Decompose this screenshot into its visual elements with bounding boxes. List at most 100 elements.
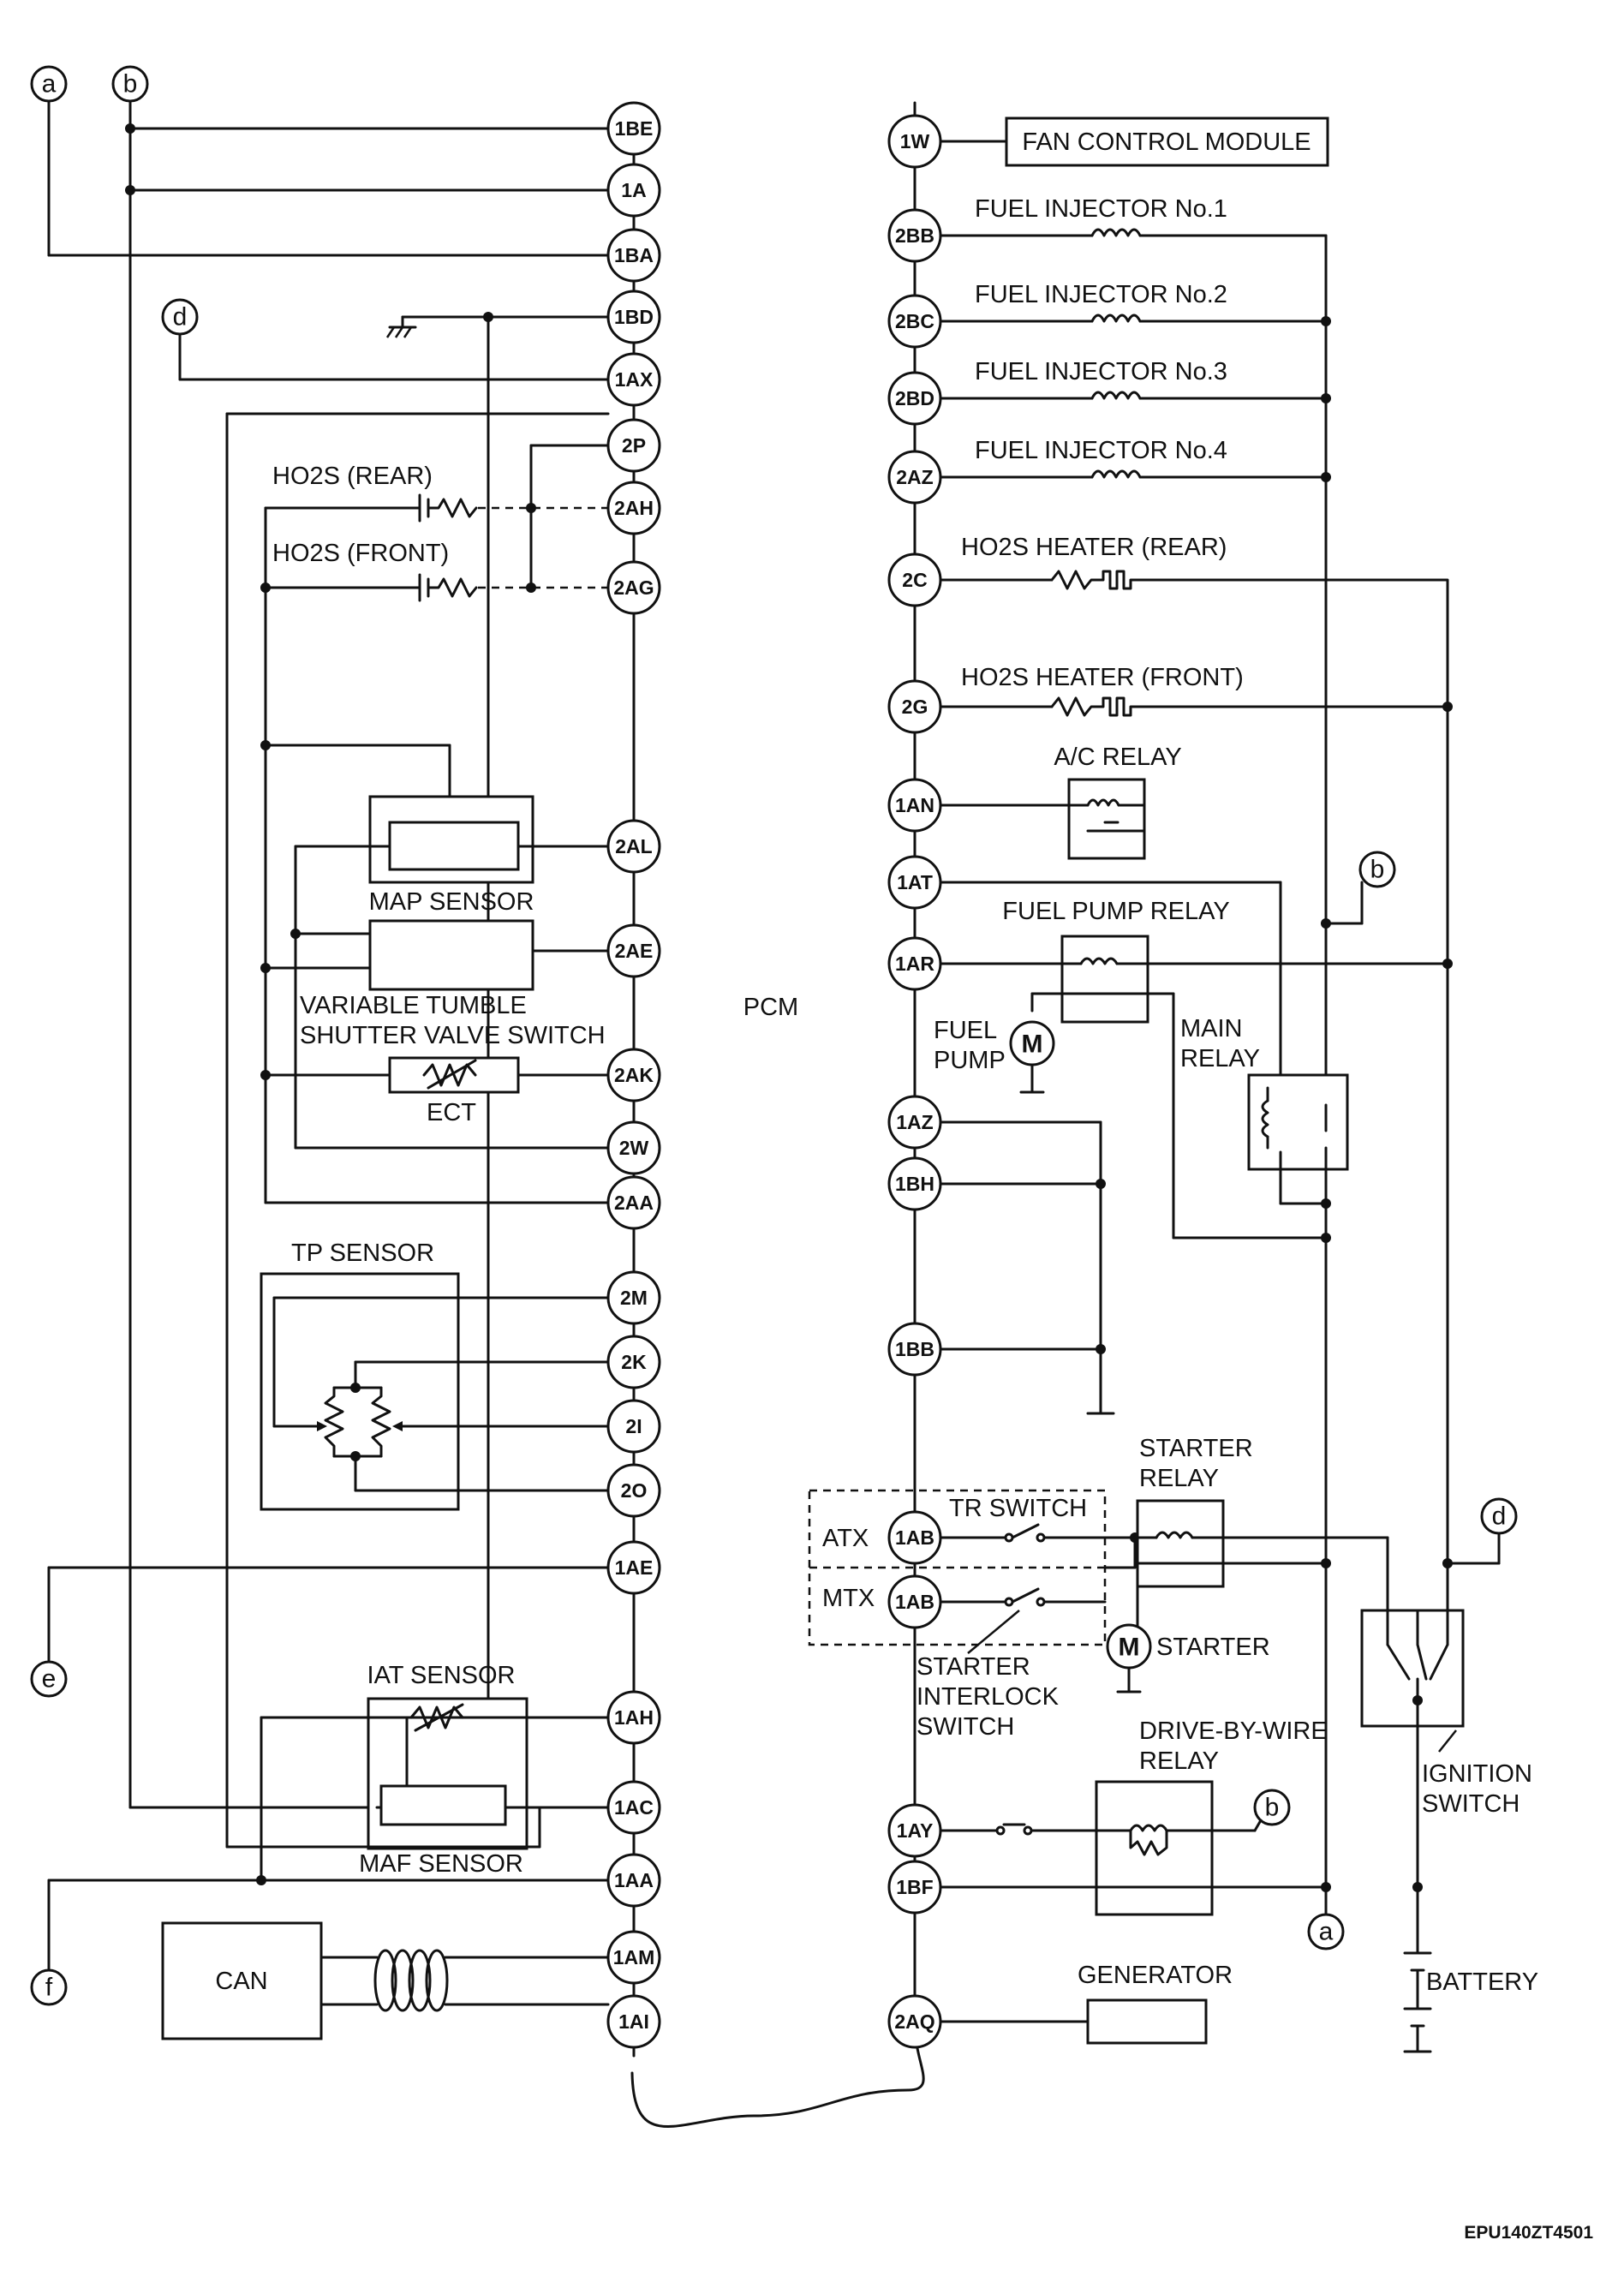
maf-sensor-element — [379, 1784, 507, 1826]
ref-marker-d-right: d — [1480, 1497, 1518, 1535]
svg-text:2AK: 2AK — [614, 1064, 654, 1086]
ref-marker-b-right: b — [1358, 851, 1396, 888]
can-twist — [373, 1949, 397, 2012]
ho2s-heater-rear — [1050, 570, 1449, 704]
starter-relay-label-2: RELAY — [1139, 1465, 1219, 1492]
fuel-pump-relay-box — [1060, 935, 1149, 1024]
battery-label: BATTERY — [1426, 1968, 1538, 1996]
ref-marker-d-left: d — [161, 298, 199, 336]
ho2s-heater-rear-label: HO2S HEATER (REAR) — [961, 534, 1227, 561]
svg-text:2C: 2C — [902, 569, 927, 591]
pin: 1AI — [606, 1994, 661, 2049]
ref-marker-a-top: a — [30, 65, 68, 103]
vts-switch-box — [368, 919, 534, 991]
svg-text:1AI: 1AI — [618, 2010, 649, 2033]
svg-text:2AQ: 2AQ — [894, 2010, 934, 2033]
fuel-injector-2-label: FUEL INJECTOR No.2 — [975, 281, 1227, 308]
pin: 1AB — [887, 1574, 942, 1629]
tp-sensor-label: TP SENSOR — [291, 1240, 434, 1267]
svg-text:b: b — [1265, 1794, 1280, 1822]
fan-control-module-box — [1005, 116, 1329, 167]
svg-text:1BD: 1BD — [614, 306, 654, 328]
svg-text:1AM: 1AM — [613, 1946, 655, 1968]
svg-text:2BC: 2BC — [895, 310, 934, 332]
svg-text:1BF: 1BF — [896, 1876, 933, 1898]
svg-text:2AL: 2AL — [615, 835, 652, 857]
main-relay-label-2: RELAY — [1180, 1045, 1260, 1072]
svg-text:2AH: 2AH — [614, 497, 654, 519]
pin: 2BD — [887, 371, 942, 426]
svg-text:M: M — [1022, 1030, 1043, 1059]
dbw-relay-label-1: DRIVE-BY-WIRE — [1139, 1717, 1328, 1745]
svg-text:2AG: 2AG — [613, 576, 654, 599]
generator-box — [1086, 1998, 1208, 2045]
pin: 2P — [606, 418, 661, 473]
injector-2: FUEL INJECTOR No.2 — [939, 281, 1331, 326]
pin: 1AX — [606, 352, 661, 407]
svg-text:1A: 1A — [621, 179, 646, 201]
svg-text:b: b — [123, 70, 138, 99]
pin: 1AM — [606, 1930, 661, 1985]
ref-marker-b-top: b — [111, 65, 149, 103]
svg-text:1AH: 1AH — [614, 1706, 654, 1729]
fan-control-module-label: FAN CONTROL MODULE — [1022, 128, 1311, 156]
pin: 2AQ — [887, 1994, 942, 2049]
generator-label: GENERATOR — [1078, 1962, 1233, 1989]
svg-text:2G: 2G — [902, 696, 928, 718]
pins-left: 1BE 1A 1BA 1BD 1AX 2P 2AH 2AG 2AL 2AE 2A… — [606, 101, 661, 2049]
main-relay-box — [1247, 1073, 1349, 1171]
fuel-pump-label-1: FUEL — [934, 1017, 997, 1044]
pin: 2W — [606, 1120, 661, 1175]
pin: 2M — [606, 1270, 661, 1325]
ho2s-rear-label: HO2S (REAR) — [272, 463, 433, 490]
can-label: CAN — [215, 1968, 267, 1995]
junction — [125, 123, 135, 134]
pin: 1BE — [606, 101, 661, 156]
pin: 1BH — [887, 1156, 942, 1211]
svg-text:1AC: 1AC — [614, 1796, 654, 1819]
svg-text:1AR: 1AR — [895, 953, 934, 975]
pin: 1AA — [606, 1853, 661, 1908]
maf-sensor-label: MAF SENSOR — [359, 1850, 523, 1878]
pin: 2K — [606, 1335, 661, 1389]
pin: 2C — [887, 553, 942, 607]
pin: 1AH — [606, 1690, 661, 1745]
pin: 1BB — [887, 1322, 942, 1377]
svg-text:a: a — [42, 70, 57, 99]
svg-text:1AA: 1AA — [614, 1869, 654, 1891]
svg-text:2P: 2P — [622, 434, 646, 457]
svg-text:b: b — [1370, 856, 1385, 884]
ho2s-rear-resistor — [427, 498, 478, 518]
vts-label-2: SHUTTER VALVE SWITCH — [300, 1022, 606, 1049]
atx-label: ATX — [822, 1525, 869, 1552]
svg-text:f: f — [45, 1974, 53, 2002]
junction — [125, 185, 135, 195]
vts-label-1: VARIABLE TUMBLE — [300, 992, 527, 1019]
tp-sensor-box — [260, 1272, 460, 1511]
pin: 2AZ — [887, 450, 942, 505]
svg-text:2BB: 2BB — [895, 224, 934, 247]
svg-text:1BA: 1BA — [614, 244, 654, 266]
starter-interlock-label-1: STARTER — [916, 1653, 1030, 1681]
svg-text:d: d — [173, 303, 188, 332]
fuel-injector-4-label: FUEL INJECTOR No.4 — [975, 437, 1227, 464]
pin: 2O — [606, 1463, 661, 1518]
pin: 1BD — [606, 290, 661, 344]
svg-text:2W: 2W — [619, 1137, 649, 1159]
svg-text:1AE: 1AE — [615, 1556, 654, 1579]
svg-text:1AZ: 1AZ — [896, 1111, 933, 1133]
svg-text:2M: 2M — [620, 1287, 648, 1309]
svg-text:2AA: 2AA — [614, 1192, 654, 1214]
svg-text:2BD: 2BD — [895, 387, 934, 409]
tp-resistor-2 — [371, 1386, 391, 1458]
pin: 2AH — [606, 481, 661, 535]
ref-marker-b-dbw: b — [1253, 1789, 1291, 1826]
pin: 1AB — [887, 1510, 942, 1565]
dbw-relay-label-2: RELAY — [1139, 1747, 1219, 1775]
svg-text:2K: 2K — [621, 1351, 647, 1373]
injector-3: FUEL INJECTOR No.3 — [939, 358, 1331, 403]
ignition-switch-box — [1360, 1609, 1465, 1728]
pin: 2BC — [887, 294, 942, 349]
pin: 2AA — [606, 1175, 661, 1230]
